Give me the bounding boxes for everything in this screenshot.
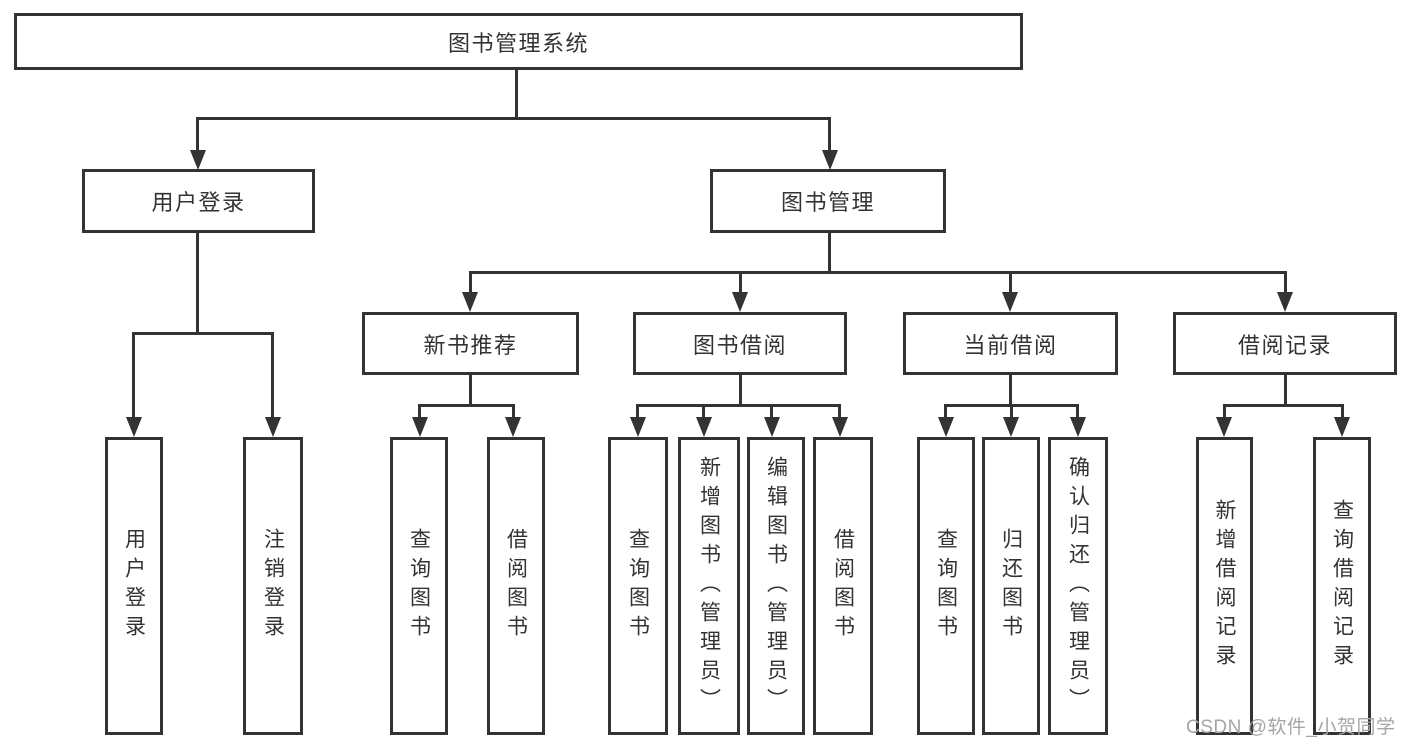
leaf-query-books-current: 查询图书 [917,437,975,735]
leaf-logout: 注销登录 [243,437,303,735]
connector-line [1284,375,1287,407]
leaf-add-book-admin: 新增图书（管理员） [678,437,740,735]
connector-line [1284,271,1287,294]
connector-line [469,271,472,294]
connector-line [1223,404,1226,418]
node-book-management: 图书管理 [710,169,946,233]
connector-line [271,332,274,418]
node-user-login: 用户登录 [82,169,315,233]
arrow-down-icon [462,292,478,312]
leaf-label: 查询图书 [626,528,650,644]
leaf-query-books-recommend: 查询图书 [390,437,448,735]
connector-line [828,117,831,153]
leaf-label: 查询图书 [407,528,431,644]
leaf-query-borrow-record: 查询借阅记录 [1313,437,1371,735]
leaf-return-books: 归还图书 [982,437,1040,735]
connector-line [636,404,841,407]
arrow-down-icon [832,417,848,437]
leaf-label: 注销登录 [261,528,285,644]
connector-line [739,375,742,407]
connector-line [1010,404,1013,418]
leaf-label: 归还图书 [999,528,1023,644]
arrow-down-icon [696,417,712,437]
connector-line [418,404,515,407]
leaf-confirm-return-admin: 确认归还（管理员） [1048,437,1108,735]
connector-line [1223,404,1343,407]
node-label: 新书推荐 [423,332,518,358]
connector-line [838,404,841,418]
arrow-down-icon [822,150,838,170]
connector-line [944,404,947,418]
leaf-edit-book-admin: 编辑图书（管理员） [747,437,805,735]
arrow-down-icon [630,417,646,437]
node-label: 当前借阅 [963,332,1058,358]
connector-line [196,117,199,153]
node-label: 借阅记录 [1237,332,1332,358]
leaf-label: 确认归还（管理员） [1066,455,1090,717]
connector-line [636,404,639,418]
arrow-down-icon [938,417,954,437]
connector-line [770,404,773,418]
arrow-down-icon [1334,417,1350,437]
connector-line [132,332,274,335]
node-label: 图书管理 [780,190,875,215]
connector-line [418,404,421,418]
arrow-down-icon [1003,417,1019,437]
leaf-label: 借阅图书 [831,528,855,644]
arrow-down-icon [1070,417,1086,437]
arrow-down-icon [412,417,428,437]
connector-line [515,70,518,118]
leaf-label: 查询图书 [934,528,958,644]
connector-line [196,233,199,335]
leaf-borrow-books: 借阅图书 [813,437,873,735]
node-book-borrow: 图书借阅 [633,312,847,375]
leaf-add-borrow-record: 新增借阅记录 [1196,437,1253,735]
connector-line [469,271,1286,274]
leaf-label: 用户登录 [122,528,146,644]
node-label: 用户登录 [151,190,246,215]
arrow-down-icon [732,292,748,312]
connector-line [1341,404,1344,418]
leaf-label: 新增借阅记录 [1213,499,1236,673]
leaf-user-login: 用户登录 [105,437,163,735]
leaf-label: 编辑图书（管理员） [764,455,788,717]
leaf-query-books-borrow: 查询图书 [608,437,668,735]
node-library-management-system: 图书管理系统 [14,13,1023,70]
node-current-borrow: 当前借阅 [903,312,1118,375]
watermark: CSDN @软件_小贺同学 [1186,717,1396,738]
arrow-down-icon [126,417,142,437]
connector-line [828,233,831,274]
leaf-label: 借阅图书 [504,528,528,644]
leaf-label: 新增图书（管理员） [697,455,721,717]
leaf-label: 查询借阅记录 [1330,499,1354,673]
node-borrow-records: 借阅记录 [1173,312,1397,375]
connector-line [196,117,831,120]
connector-line [512,404,515,418]
node-label: 图书借阅 [692,332,787,358]
connector-line [739,271,742,294]
arrow-down-icon [1277,292,1293,312]
connector-line [702,404,705,418]
connector-line [132,332,135,418]
arrow-down-icon [1216,417,1232,437]
arrow-down-icon [764,417,780,437]
node-label: 图书管理系统 [447,30,589,56]
arrow-down-icon [1002,292,1018,312]
arrow-down-icon [265,417,281,437]
connector-line [1009,271,1012,294]
node-new-book-recommend: 新书推荐 [362,312,579,375]
arrow-down-icon [505,417,521,437]
connector-line [469,375,472,407]
leaf-borrow-books-recommend: 借阅图书 [487,437,545,735]
connector-line [1076,404,1079,418]
arrow-down-icon [190,150,206,170]
connector-line [1009,375,1012,407]
